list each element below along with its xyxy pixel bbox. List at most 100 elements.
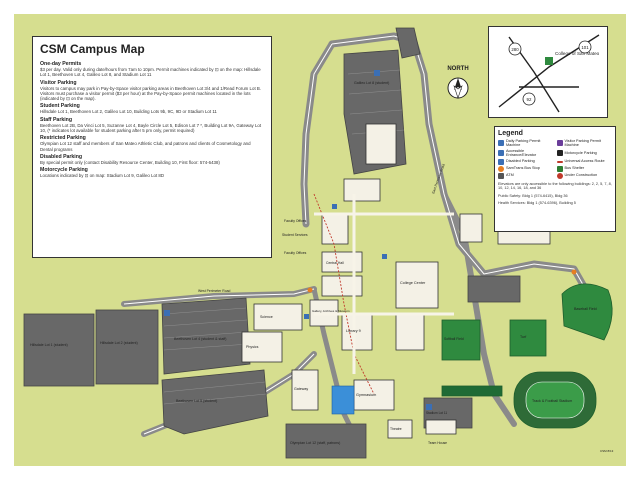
label-softball: Softball Field <box>444 337 464 341</box>
section-body: Beethoven Lot 2B, Da Vinci Lot 5, Suzann… <box>40 122 262 134</box>
walkways <box>314 194 454 374</box>
label-hillsdale-1: Hillsdale Lot 1 (student) <box>30 343 68 347</box>
softball-field[interactable] <box>441 319 481 361</box>
lot-stripes <box>163 69 405 405</box>
label-student-services: Student Services <box>282 233 308 237</box>
label-theatre: Theatre <box>390 427 402 431</box>
tennis-courts[interactable] <box>441 385 503 397</box>
label-science: Science <box>260 315 273 319</box>
lot-beethoven-3[interactable] <box>161 297 251 375</box>
lot-beethoven-5[interactable] <box>161 369 269 435</box>
lot-hillsdale-2[interactable] <box>95 309 159 385</box>
section-heading: Visitor Parking <box>40 79 77 86</box>
section-body: $3 per day. Valid only during date/hours… <box>40 67 261 78</box>
building-physics[interactable] <box>241 331 283 363</box>
section-heading: Motorcycle Parking <box>40 167 88 174</box>
legend-item: Under Construction <box>556 172 613 179</box>
disabled-parking-icon[interactable] <box>332 204 337 209</box>
legend-item: Visitor Parking Permit Machine <box>556 139 613 148</box>
label-west-perimeter: West Perimeter Road <box>198 289 230 293</box>
section-body: Locations indicated by ⊡ on map: Stadium… <box>40 173 165 179</box>
legend-title: Legend <box>498 130 523 137</box>
disabled-parking-icon[interactable] <box>382 254 387 259</box>
info-panel: CSM Campus Map One-day Permits $3 per da… <box>32 36 272 258</box>
shield-280: 280 <box>511 47 519 52</box>
legend: Legend Daily Parking Permit Machine Visi… <box>494 126 616 232</box>
motorcycle-icon <box>556 150 563 157</box>
building-10[interactable] <box>395 313 425 351</box>
building-gateway[interactable] <box>291 369 319 411</box>
legend-item: Accessible Entrance/Elevator <box>498 149 554 158</box>
lot-north-1[interactable] <box>395 27 421 59</box>
compass-icon <box>447 77 469 99</box>
building-science[interactable] <box>253 303 303 331</box>
building-east-row[interactable] <box>459 213 483 243</box>
legend-note: Health Services: Bldg 1 (574-6396), Buil… <box>498 201 576 206</box>
building-team-house[interactable] <box>425 419 457 435</box>
label-faculty-2: Faculty Offices <box>284 251 307 255</box>
label-library: Library 9 <box>346 329 361 333</box>
section-heading: Disabled Parking <box>40 153 83 160</box>
label-college-center: College Center <box>400 281 426 285</box>
lot-hillsdale-1[interactable] <box>23 313 95 387</box>
section-heading: Restricted Parking <box>40 135 86 142</box>
bus-stop-icon[interactable] <box>307 287 313 293</box>
building-theatre[interactable] <box>387 419 413 439</box>
building-11[interactable] <box>343 178 381 202</box>
visitor-permit-icon <box>556 140 563 147</box>
accessible-entrance-icon <box>498 150 504 157</box>
legend-item: Motorcycle Parking <box>556 149 613 158</box>
permit-machine-icon[interactable] <box>374 70 380 76</box>
lot-olympian[interactable] <box>285 423 367 459</box>
section-3: Staff Parking Beethoven Lot 2B, Da Vinci… <box>40 117 264 134</box>
label-turf: Turf <box>520 335 526 339</box>
map-labels: Hillsdale Lot 1 (student) Hillsdale Lot … <box>30 81 614 453</box>
label-corner-code: CSM 8/13 <box>600 449 614 453</box>
permit-machine-icon <box>498 140 504 147</box>
baseball-field[interactable] <box>561 283 613 341</box>
lot-east-1[interactable] <box>467 275 521 303</box>
building-faculty[interactable] <box>321 275 363 297</box>
legend-item: Disabled Parking <box>498 158 554 165</box>
label-gateway: Gateway <box>294 387 308 391</box>
label-olympian: Olympian Lot 12 (staff, patrons) <box>290 441 340 445</box>
legend-item: Bus Shelter <box>556 165 613 172</box>
building-galileo-stack[interactable] <box>365 123 397 165</box>
section-0: One-day Permits $3 per day. Valid only d… <box>40 61 264 78</box>
csm-location-icon <box>545 57 553 65</box>
markers <box>164 70 577 410</box>
building-student-services[interactable] <box>321 213 349 245</box>
section-body: Visitors to campus may park in Pay-by-Sp… <box>40 85 262 102</box>
section-body: Olympian Lot 12 staff and members of San… <box>40 141 251 152</box>
label-stadium-lot: Stadium Lot 11 <box>426 411 447 415</box>
label-galileo: Galileo Lot 8 (student) <box>354 81 389 85</box>
bus-stop-icon[interactable] <box>571 269 577 275</box>
section-body: By special permit only (contact Disabili… <box>40 159 220 165</box>
legend-item: ATM <box>498 172 554 179</box>
legend-note: Public Safety: Bldg 1 (574-6415), Bldg 3… <box>498 193 568 198</box>
bus-stop-icon <box>498 165 504 172</box>
label-beethoven-4: Beethoven Lot 4 (student & staff) <box>174 337 226 341</box>
label-central-hall: Central Hall <box>326 261 344 265</box>
inset-label: College of San Mateo <box>555 51 600 56</box>
permit-machine-icon[interactable] <box>426 404 432 410</box>
label-gallery: Gallery, Archives & Museum <box>312 309 350 313</box>
turf-field[interactable] <box>509 319 547 357</box>
label-baseball: Baseball Field <box>574 307 597 311</box>
building-college-center[interactable] <box>395 261 439 309</box>
section-2: Student Parking Hillsdale Lot 1, Beethov… <box>40 103 264 114</box>
disabled-parking-icon[interactable] <box>304 314 309 319</box>
legend-item: Daily Parking Permit Machine <box>498 139 554 148</box>
building-child-dev[interactable] <box>497 229 551 245</box>
label-physics: Physics <box>246 345 259 349</box>
north-arrow: NORTH <box>438 66 478 106</box>
section-body: Hillsdale Lot 1, Beethoven Lot 2, Galile… <box>40 109 217 115</box>
north-label: NORTH <box>447 66 469 72</box>
building-central-hall[interactable] <box>321 251 363 273</box>
section-4: Restricted Parking Olympian Lot 12 staff… <box>40 135 264 152</box>
shield-101: 101 <box>581 45 589 50</box>
label-team-house: Team House <box>428 441 447 445</box>
label-gymnasium: Gymnasium <box>356 393 376 397</box>
permit-machine-icon[interactable] <box>164 310 170 316</box>
section-5: Disabled Parking By special permit only … <box>40 154 264 165</box>
